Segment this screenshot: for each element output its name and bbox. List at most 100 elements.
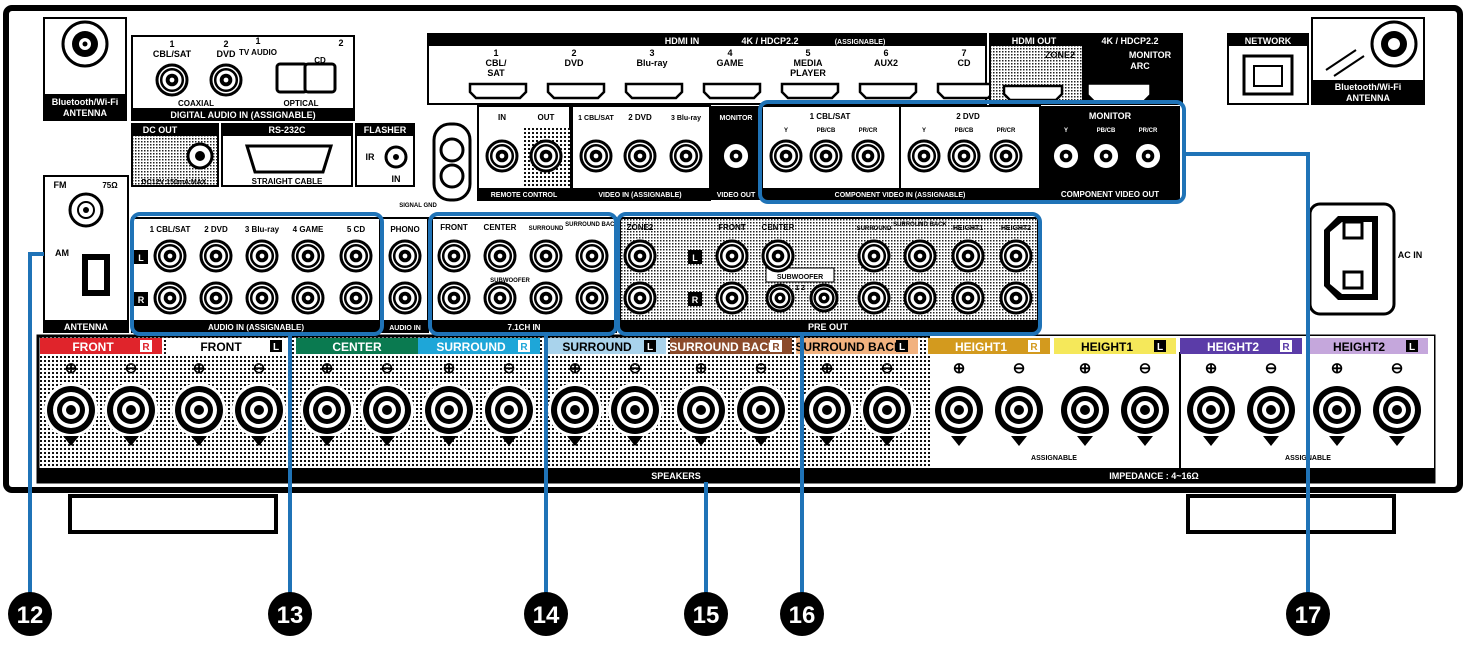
hdmi-port-connector [936, 82, 996, 100]
rca-jack [437, 281, 471, 315]
opt1-name: TV AUDIO [239, 48, 277, 57]
speaker-label-side: R [520, 342, 528, 353]
plus-icon: ⊕ [1331, 360, 1344, 377]
audio-in-label: 4 GAME [293, 225, 324, 234]
rca-jack [769, 139, 803, 173]
speaker-terminal-plus: ⊕ [932, 360, 986, 446]
bt-antenna-right-label-2: ANTENNA [1346, 93, 1390, 103]
rca-jack [903, 239, 937, 273]
callout-number: 17 [1295, 602, 1322, 629]
ch71-subwoofer: SUBWOOFER [490, 278, 530, 284]
minus-icon: ⊖ [125, 360, 138, 377]
bt-antenna-right [1311, 17, 1425, 105]
opt2-num: 2 [338, 38, 343, 48]
minus-icon: ⊖ [1391, 360, 1404, 377]
remote-in-label: IN [498, 113, 506, 122]
coaxial-label: COAXIAL [178, 99, 214, 108]
hdmi-out-spec: 4K / HDCP2.2 [1101, 36, 1158, 46]
hdmi-port-connector [624, 82, 684, 100]
speaker-terminal-minus: ⊖ [992, 360, 1046, 446]
remote-out-label: OUT [538, 113, 555, 122]
minus-icon: ⊖ [1139, 360, 1152, 377]
rca-jack [339, 239, 373, 273]
speaker-label-side: R [142, 342, 150, 353]
plus-icon: ⊕ [821, 360, 834, 377]
callout-16: 16 [780, 592, 824, 636]
plus-icon: ⊕ [1079, 360, 1092, 377]
assignable-label-1: ASSIGNABLE [1031, 455, 1077, 462]
antenna-am-label: AM [55, 248, 69, 258]
rca-jacks [153, 63, 1165, 315]
flasher-in-label: IN [392, 174, 401, 184]
hdmi-out-monitor: MONITOR [1129, 50, 1172, 60]
rca-jack [719, 139, 753, 173]
rca-jack [669, 139, 703, 173]
audio-in-label: 3 Blu-ray [245, 225, 280, 234]
hdmi-out-arc: ARC [1130, 61, 1150, 71]
audio-in-title: AUDIO IN (ASSIGNABLE) [208, 323, 304, 332]
preout-front: FRONT [718, 223, 746, 232]
signal-gnd-terminal [432, 122, 472, 202]
callout-number: 15 [693, 602, 720, 629]
remote-control-title: REMOTE CONTROL [491, 192, 558, 199]
minus-icon: ⊖ [253, 360, 266, 377]
speaker-terminal-plus: ⊕ [44, 360, 98, 446]
rca-jack [529, 239, 563, 273]
video-out-label: VIDEO OUT [717, 192, 756, 199]
ch71-surround-back: SURROUND BACK [565, 222, 619, 228]
audio-in-label: 1 CBL/SAT [150, 225, 191, 234]
hdmi-port-connector [780, 82, 840, 100]
coax1-name: CBL/SAT [153, 49, 192, 59]
antenna-title: ANTENNA [64, 322, 108, 332]
callout-leaders [28, 152, 1310, 608]
rca-jack [339, 281, 373, 315]
bt-antenna-right-label-1: Bluetooth/Wi-Fi [1335, 82, 1401, 92]
rca-jack [155, 63, 189, 97]
hdmi-port-num: 2 [571, 48, 576, 58]
speaker-terminal-minus: ⊖ [360, 360, 414, 446]
component-sub-label: PR/CR [997, 128, 1016, 134]
callout-number: 12 [17, 602, 44, 629]
rca-jack [485, 139, 519, 173]
rca-jack [715, 239, 749, 273]
hdmi-port-name: AUX2 [874, 58, 898, 68]
hdmi-port-num: 6 [883, 48, 888, 58]
speaker-terminal-minus: ⊖ [104, 360, 158, 446]
rca-jack [715, 281, 749, 315]
rca-jack [575, 281, 609, 315]
speaker-label-side: L [1409, 342, 1415, 353]
hdmi-port-num: 5 [805, 48, 810, 58]
speaker-label-name: HEIGHT1 [1081, 340, 1133, 354]
rca-jack [291, 281, 325, 315]
callout-number: 14 [533, 602, 560, 629]
rca-jack [857, 281, 891, 315]
rca-jack [999, 239, 1033, 273]
rca-jack [153, 281, 187, 315]
rca-jack [951, 281, 985, 315]
speaker-terminal-plus: ⊕ [800, 360, 854, 446]
video-in-label-2: 2 DVD [628, 113, 652, 122]
rca-jack [623, 239, 657, 273]
hdmi-port-num: 7 [961, 48, 966, 58]
speaker-terminal-minus: ⊖ [232, 360, 286, 446]
flasher-label: FLASHER [364, 125, 407, 135]
minus-icon: ⊖ [629, 360, 642, 377]
minus-icon: ⊖ [755, 360, 768, 377]
speaker-terminal-minus: ⊖ [1244, 360, 1298, 446]
rca-jack [907, 139, 941, 173]
rca-jack [575, 239, 609, 273]
rca-jack [809, 139, 843, 173]
hdmi-in-assign: (ASSIGNABLE) [835, 39, 886, 46]
rca-jack [623, 281, 657, 315]
preout-sub-nums: 1 2 [795, 285, 805, 292]
speaker-label-side: R [1282, 342, 1290, 353]
speaker-label-side: R [1030, 342, 1038, 353]
optical-label: OPTICAL [283, 99, 318, 108]
component-sub-label: PB/CB [955, 128, 974, 134]
ac-in-label: AC IN [1398, 250, 1423, 260]
ch71-in-block [431, 217, 617, 333]
